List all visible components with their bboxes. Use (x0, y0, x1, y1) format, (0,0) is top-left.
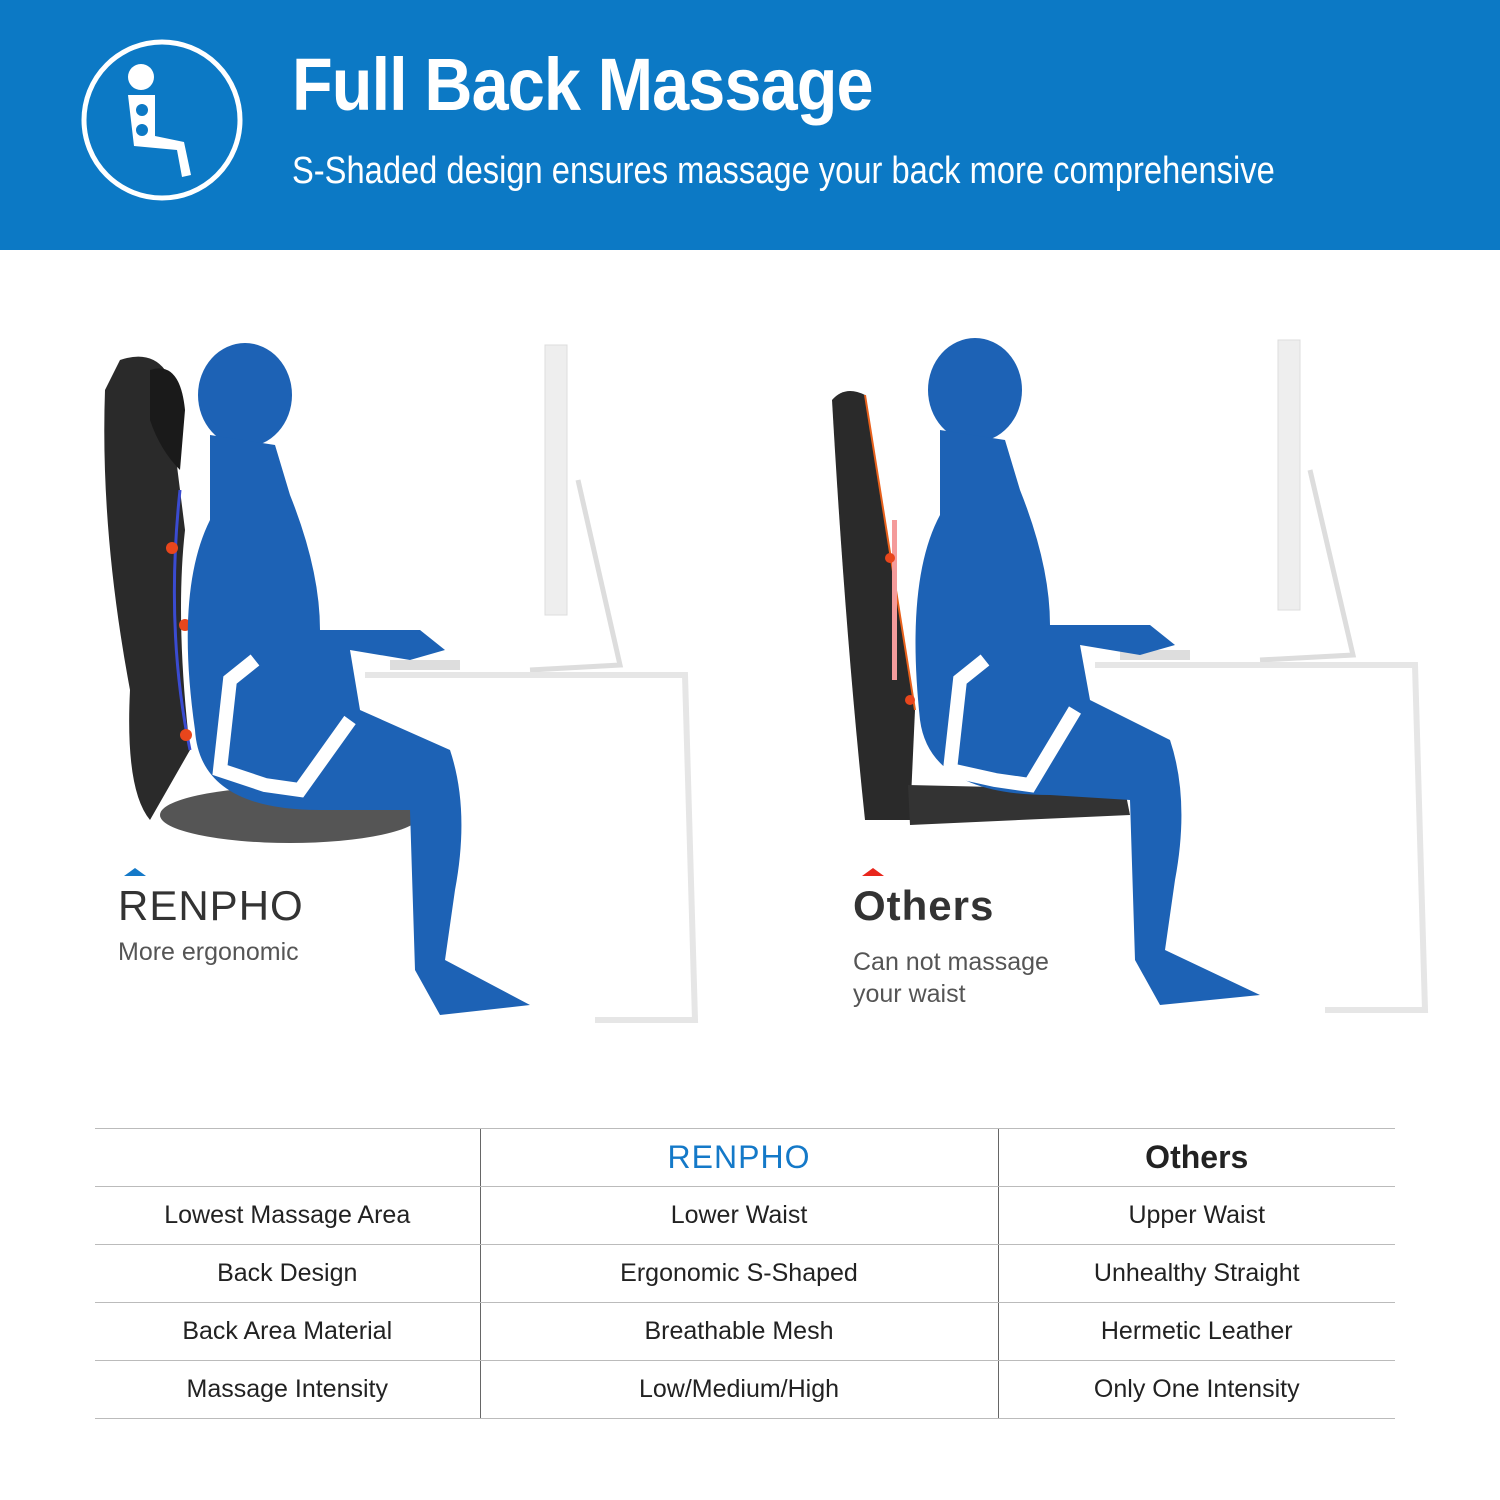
page-subtitle: S-Shaded design ensures massage your bac… (292, 150, 1275, 192)
others-value: Hermetic Leather (997, 1302, 1395, 1361)
others-label: Others (853, 882, 995, 929)
renpho-illustration (104, 343, 699, 1023)
table-row: Lowest Massage Area Lower Waist Upper Wa… (95, 1186, 1395, 1245)
others-caption-line1: Can not massage (853, 948, 1049, 976)
row-label: Lowest Massage Area (95, 1186, 480, 1245)
renpho-marker-icon (124, 868, 146, 876)
header-cell-others: Others (997, 1128, 1395, 1187)
others-value: Unhealthy Straight (997, 1244, 1395, 1303)
massager-back (104, 356, 190, 820)
row-label: Massage Intensity (95, 1360, 480, 1419)
renpho-label: RENPHO (118, 882, 304, 929)
renpho-value: Ergonomic S-Shaped (479, 1244, 998, 1303)
others-caption-line2: your waist (853, 980, 966, 1008)
row-label: Back Area Material (95, 1302, 480, 1361)
desk (365, 672, 699, 1023)
renpho-value: Breathable Mesh (479, 1302, 998, 1361)
person-figure (187, 343, 530, 1015)
page-title: Full Back Massage (292, 43, 874, 126)
monitor (529, 344, 624, 673)
renpho-value: Lower Waist (479, 1186, 998, 1245)
table-row: Massage Intensity Low/Medium/High Only O… (95, 1360, 1395, 1419)
person-figure (915, 338, 1260, 1005)
others-illustration (832, 338, 1429, 1013)
others-value: Only One Intensity (997, 1360, 1395, 1419)
seated-person-massage-icon (81, 39, 243, 201)
renpho-caption: More ergonomic (118, 938, 299, 966)
others-caption: Can not massage your waist (853, 946, 1049, 1010)
header-cell-empty (95, 1128, 480, 1187)
others-marker-icon (862, 868, 884, 876)
desk (1095, 662, 1429, 1013)
comparison-table: RENPHO Others Lowest Massage Area Lower … (95, 1128, 1395, 1419)
row-label: Back Design (95, 1244, 480, 1303)
header-banner: Full Back Massage S-Shaded design ensure… (0, 0, 1500, 250)
others-value: Upper Waist (997, 1186, 1395, 1245)
table-row: Back Area Material Breathable Mesh Herme… (95, 1302, 1395, 1361)
table-row: Back Design Ergonomic S-Shaped Unhealthy… (95, 1244, 1395, 1303)
renpho-value: Low/Medium/High (479, 1360, 998, 1419)
table-header-row: RENPHO Others (95, 1128, 1395, 1187)
monitor (1259, 339, 1357, 663)
massager-back (832, 391, 915, 820)
header-cell-renpho: RENPHO (479, 1128, 998, 1187)
